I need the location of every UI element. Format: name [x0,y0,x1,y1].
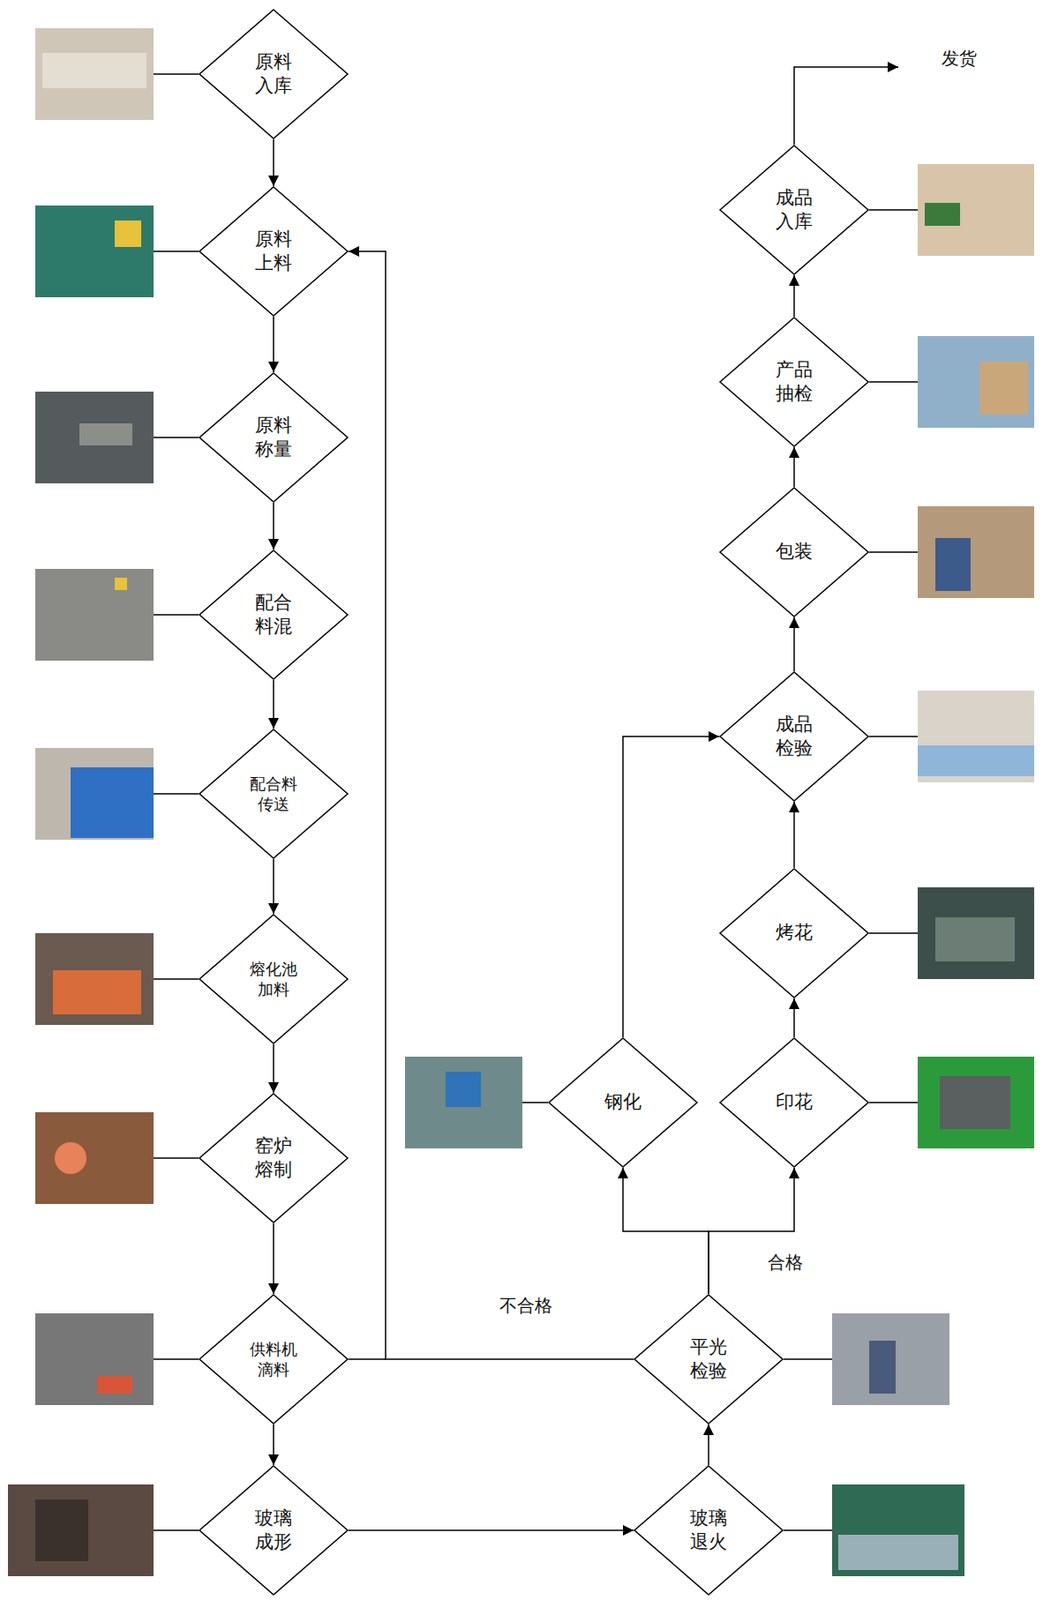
step-label: 产品 抽检 [775,358,813,407]
flow-arrow [272,502,275,550]
diamond-outline [719,144,870,276]
step-label: 熔化池 加料 [249,959,298,1001]
diamond-outline [198,1465,349,1597]
diamond-outline [719,671,870,803]
decision-diamond: 原料 称量 [198,372,349,503]
decision-diamond: 成品 入库 [719,144,870,276]
step-label: 印花 [775,1090,813,1115]
flow-arrow [793,447,796,488]
flow-arrow [272,139,275,187]
flow-arrow [793,275,796,317]
decision-diamond: 烤花 [719,868,870,999]
decision-diamond: 窑炉 熔制 [198,1093,349,1224]
decision-diamond: 配合料 传送 [198,728,349,860]
decision-diamond: 原料 上料 [198,186,349,317]
flow-arrow [272,316,275,373]
edge-label: 不合格 [496,1293,556,1320]
step-label: 成品 入库 [775,186,813,235]
diamond-outline [198,1294,349,1426]
flow-arrow [348,1530,634,1532]
step-label: 烤花 [775,921,813,946]
flow-arrow [622,1168,709,1295]
diamond-outline [198,549,349,681]
step-label: 成品 检验 [775,712,813,762]
decision-diamond: 原料 入库 [198,8,349,140]
step-label: 包装 [775,540,813,564]
diamond-outline [198,186,349,317]
decision-diamond: 包装 [719,487,870,618]
flow-arrow [793,802,796,869]
decision-diamond: 熔化池 加料 [198,914,349,1045]
step-label: 钢化 [604,1090,642,1115]
decision-diamond: 供料机 滴料 [198,1294,349,1426]
flow-arrow [622,736,720,1038]
step-label: 供料机 滴料 [249,1339,298,1381]
flow-arrow [272,1044,275,1094]
diamond-outline [198,8,349,140]
flow-arrow [793,998,796,1038]
step-label: 原料 称量 [255,413,293,463]
step-label: 玻璃 退火 [690,1507,728,1556]
decision-diamond: 印花 [719,1037,870,1169]
diamond-outline [719,316,870,448]
flow-arrow [272,859,275,915]
step-label: 原料 上料 [255,227,293,277]
diamond-outline [633,1465,784,1597]
decision-diamond: 产品 抽检 [719,316,870,448]
leader-line [153,67,918,1531]
flow-arrow [348,251,634,1360]
decision-diamond: 玻璃 退火 [633,1465,784,1597]
flow-arrow [793,617,796,672]
flow-arrow [708,1168,795,1295]
step-label: 配合 料混 [255,591,293,640]
diamond-outline [198,728,349,860]
decision-diamond: 配合 料混 [198,549,349,681]
step-label: 窑炉 熔制 [255,1134,293,1184]
decision-diamond: 成品 检验 [719,671,870,803]
flow-arrow [272,680,275,729]
step-label: 玻璃 成形 [255,1507,293,1556]
edge-label: 合格 [765,1250,806,1276]
end-label: 发货 [938,45,980,72]
flow-arrow [707,1425,710,1466]
decision-diamond: 平光 检验 [633,1294,784,1426]
diamond-outline [198,914,349,1045]
process-photo [7,28,1035,1577]
step-label: 配合料 传送 [249,773,298,816]
decision-diamond: 玻璃 成形 [198,1465,349,1597]
diamond-outline [198,372,349,503]
decision-diamond: 钢化 [547,1037,698,1169]
diamond-outline [633,1294,784,1426]
step-label: 原料 入库 [255,50,293,99]
flow-arrow [272,1223,275,1295]
diamond-outline [198,1093,349,1224]
step-label: 平光 检验 [690,1335,728,1385]
flow-arrow [272,1425,275,1466]
